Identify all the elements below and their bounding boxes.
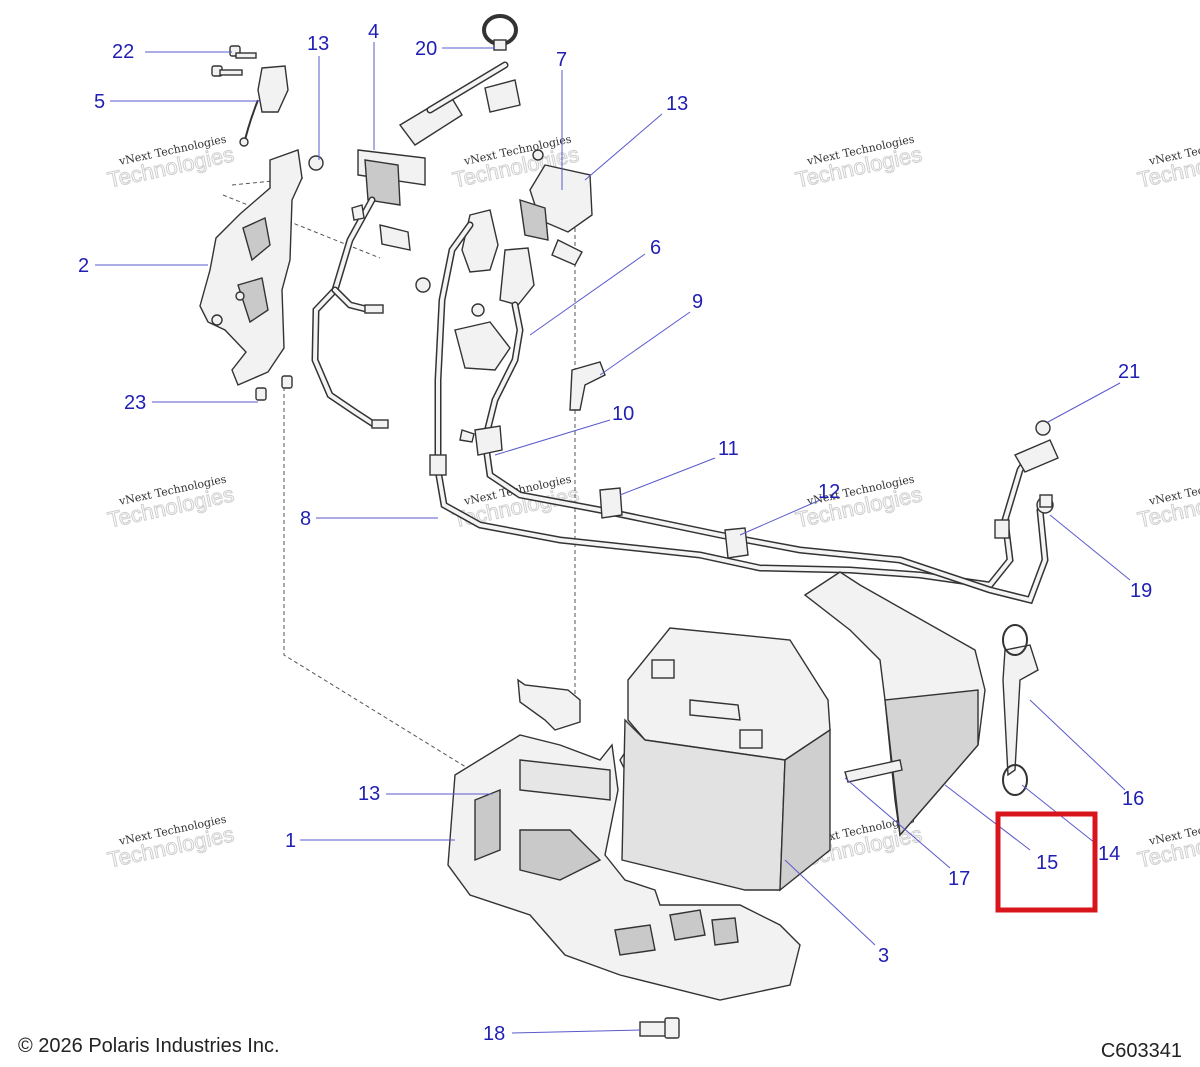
callout-13[interactable]: 13 bbox=[666, 93, 688, 115]
callout-11[interactable]: 11 bbox=[718, 438, 739, 460]
callout-23[interactable]: 23 bbox=[124, 392, 146, 414]
part-mounting-bracket bbox=[199, 149, 303, 386]
part-screws-top bbox=[211, 45, 257, 77]
callout-8[interactable]: 8 bbox=[300, 508, 311, 530]
callout-13[interactable]: 13 bbox=[358, 783, 380, 805]
callouts: 22 5 13 4 20 7 13 2 6 9 23 10 11 21 8 12… bbox=[78, 21, 1152, 1045]
part-battery-cable bbox=[429, 221, 1049, 605]
callout-4[interactable]: 4 bbox=[368, 21, 379, 43]
part-terminal-boots bbox=[454, 209, 535, 371]
callout-1[interactable]: 1 bbox=[285, 830, 296, 852]
callout-10[interactable]: 10 bbox=[612, 403, 634, 425]
part-hold-down-strap bbox=[1002, 624, 1039, 796]
callout-22[interactable]: 22 bbox=[112, 41, 134, 63]
part-bolt bbox=[639, 1017, 680, 1039]
callout-7[interactable]: 7 bbox=[556, 49, 567, 71]
part-battery-cover bbox=[803, 571, 986, 837]
callout-15[interactable]: 15 bbox=[1036, 852, 1058, 874]
callout-19[interactable]: 19 bbox=[1130, 580, 1152, 602]
part-wire-harness bbox=[311, 61, 521, 429]
part-rod bbox=[844, 759, 903, 783]
part-battery bbox=[621, 627, 831, 892]
part-strap-loop bbox=[482, 14, 518, 51]
part-clip bbox=[239, 65, 289, 147]
part-ground-tab bbox=[569, 361, 606, 411]
leader-lines bbox=[95, 42, 1131, 1034]
callout-3[interactable]: 3 bbox=[878, 945, 889, 967]
highlight-box bbox=[995, 811, 1098, 913]
copyright-notice: © 2026 Polaris Industries Inc. bbox=[18, 1035, 280, 1057]
callout-6[interactable]: 6 bbox=[650, 237, 661, 259]
callout-18[interactable]: 18 bbox=[483, 1023, 505, 1045]
callout-5[interactable]: 5 bbox=[94, 91, 105, 113]
callout-14[interactable]: 14 bbox=[1098, 843, 1120, 865]
part-terminal-end bbox=[1036, 494, 1054, 514]
figure-id: C603341 bbox=[1100, 1040, 1182, 1062]
callout-2[interactable]: 2 bbox=[78, 255, 89, 277]
callout-13[interactable]: 13 bbox=[307, 33, 329, 55]
callout-20[interactable]: 20 bbox=[415, 38, 437, 60]
part-terminal-nut bbox=[1013, 420, 1059, 473]
callout-9[interactable]: 9 bbox=[692, 291, 703, 313]
callout-21[interactable]: 21 bbox=[1118, 361, 1140, 383]
callout-12[interactable]: 12 bbox=[818, 481, 840, 503]
part-relay bbox=[519, 164, 593, 266]
part-cable-clips bbox=[459, 425, 749, 559]
callout-16[interactable]: 16 bbox=[1122, 788, 1144, 810]
callout-17[interactable]: 17 bbox=[948, 868, 970, 890]
part-screws-bottom bbox=[255, 375, 293, 401]
